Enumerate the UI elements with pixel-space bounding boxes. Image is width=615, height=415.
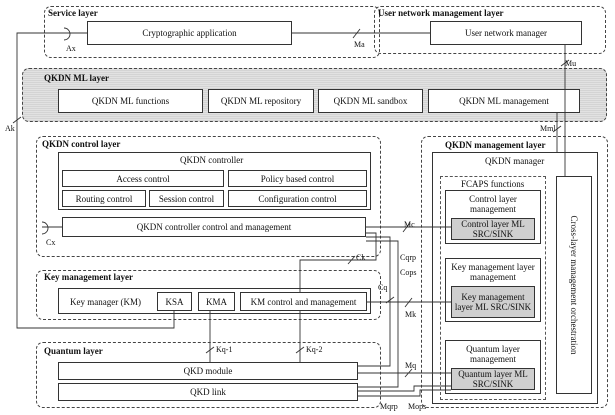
key-manager-label: Key manager (KM) [70,297,141,307]
ml-functions-box: QKDN ML functions [58,89,203,113]
user-network-mgmt-layer [374,6,606,54]
quantum-layer-mgmt-label: Quantum layer management [466,344,520,364]
control-layer-title: QKDN control layer [42,139,121,149]
qkd-module-box: QKD module [58,362,358,380]
control-layer [36,136,381,257]
key-mgmt-layer-title: Key management layer [44,272,133,282]
control-layer-mgmt-label: Control layer management [469,194,517,214]
kma-box: KMA [198,292,235,311]
ml-sandbox-box: QKDN ML sandbox [318,89,423,113]
ref-kq2: Kq-2 [306,345,323,354]
fcaps-title: FCAPS functions [461,179,525,189]
ref-ck: Ck [356,253,366,262]
ml-layer-title: QKDN ML layer [44,73,109,83]
ref-mq: Mq [405,361,417,370]
ref-mqrp: Mqrp [380,402,398,411]
ref-mc: Mc [404,220,415,229]
quantum-layer [36,342,381,408]
cross-layer-box [556,176,592,394]
ml-management-box: QKDN ML management [428,89,580,113]
key-mgmt-layer [36,270,381,320]
routing-control-box: Routing control [62,190,146,207]
qkdn-manager-title: QKDN manager [485,156,545,166]
ref-ma: Ma [354,40,365,49]
ref-ax: Ax [66,44,76,53]
policy-control-box: Policy based control [228,170,367,187]
access-control-box: Access control [62,170,224,187]
ref-mu: Mu [565,59,577,68]
ref-mk: Mk [405,310,417,319]
km-ctrl-mgmt-box: KM control and management [240,292,367,311]
config-control-box: Configuration control [228,190,367,207]
ref-cx: Cx [46,238,56,247]
quantum-layer-title: Quantum layer [44,346,103,356]
qkdn-controller-title: QKDN controller [180,155,244,165]
control-ml-box: Control layer ML SRC/SINK [451,218,535,240]
session-control-box: Session control [149,190,224,207]
qkdn-mgmt-layer-title: QKDN management layer [445,140,546,150]
ref-cqrp: Cqrp [400,253,416,262]
ksa-box: KSA [157,292,192,311]
quantum-ml-box: Quantum layer ML SRC/SINK [451,368,535,390]
ref-ak: Ak [5,124,15,133]
ml-repository-box: QKDN ML repository [208,89,314,113]
qkdn-mgmt-layer [421,136,608,408]
km-ml-box: Key management layer ML SRC/SINK [451,286,535,318]
km-layer-mgmt-label: Key management layer management [451,262,535,282]
crypto-app-box: Cryptographic application [87,21,292,45]
service-layer [44,6,380,58]
ref-kq1: Kq-1 [216,345,233,354]
controller-mgmt-box: QKDN controller control and management [62,217,366,237]
ref-mops: Mops [408,402,427,411]
ref-cq: Cq [378,283,388,292]
service-layer-title: Service layer [48,8,98,18]
user-network-manager-box: User network manager [430,21,582,45]
qkd-link-box: QKD link [58,383,358,401]
user-network-mgmt-layer-title: User network management layer [378,8,504,18]
ref-mml: Mml [540,124,556,133]
ref-cops: Cops [400,268,417,277]
